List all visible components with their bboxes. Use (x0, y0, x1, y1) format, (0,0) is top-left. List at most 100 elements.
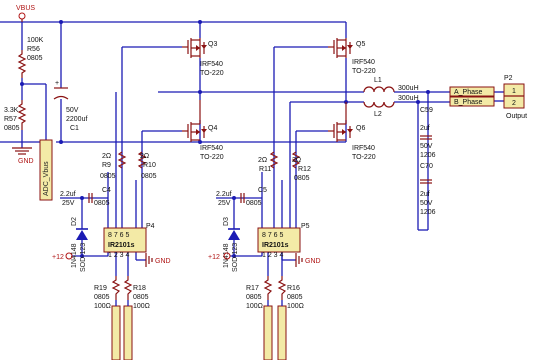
svg-text:1N4148: 1N4148 (223, 243, 230, 268)
ground-symbol-p5: GND (295, 253, 321, 267)
svg-text:1: 1 (512, 88, 516, 95)
svg-text:300uH: 300uH (398, 95, 419, 102)
svg-text:D2: D2 (71, 217, 78, 226)
resistor-r16: R16 0805 100Ω (277, 276, 304, 310)
svg-text:2Ω: 2Ω (102, 153, 111, 160)
svg-text:100Ω: 100Ω (133, 303, 150, 310)
ground-symbol: GND (12, 147, 34, 165)
resistor-r18: R18 0805 100Ω (123, 276, 150, 310)
svg-text:TO-220: TO-220 (200, 154, 224, 161)
svg-text:+: + (55, 80, 59, 87)
inductor-l1: L1 300uH (363, 77, 419, 93)
svg-text:TO-220: TO-220 (352, 154, 376, 161)
resistor-r56: 100K R56 0805 (17, 37, 44, 78)
adc-vbus-net-label: ADC_Vbus (39, 139, 53, 201)
svg-text:R18: R18 (133, 285, 146, 292)
svg-text:100Ω: 100Ω (287, 303, 304, 310)
capacitor-c70: C70 2uf 50V 1206 (420, 163, 436, 216)
inductor-l2: L2 300uH (363, 95, 419, 118)
svg-text:IRF540: IRF540 (200, 61, 223, 68)
svg-text:1N4148: 1N4148 (71, 243, 78, 268)
svg-text:TO-220: TO-220 (200, 70, 224, 77)
svg-text:TO-220: TO-220 (352, 68, 376, 75)
svg-text:Q5: Q5 (356, 41, 365, 48)
input-net-labels (111, 300, 287, 360)
svg-text:Q6: Q6 (356, 125, 365, 132)
svg-text:IRF540: IRF540 (352, 59, 375, 66)
svg-text:100K: 100K (27, 37, 44, 44)
svg-text:B_Phase: B_Phase (454, 99, 483, 106)
svg-text:0805: 0805 (4, 125, 20, 132)
svg-text:R12: R12 (298, 166, 311, 173)
svg-text:1206: 1206 (420, 152, 436, 159)
svg-text:Output: Output (506, 113, 527, 120)
svg-text:SOD-123: SOD-123 (232, 243, 239, 272)
svg-text:C59: C59 (420, 107, 433, 114)
connector-p2: 1 2 P2 Output (503, 75, 527, 120)
capacitor-c4: 2.2uf C4 25V 0805 (60, 187, 111, 207)
svg-text:+12: +12 (208, 254, 220, 261)
svg-text:GND: GND (305, 258, 321, 265)
svg-text:25V: 25V (218, 200, 231, 207)
svg-text:0805: 0805 (141, 173, 157, 180)
svg-text:A_Phase: A_Phase (454, 89, 483, 96)
resistor-r19: R19 0805 100Ω (94, 276, 121, 310)
vbus-label: VBUS (16, 5, 35, 12)
svg-text:P5: P5 (301, 223, 310, 230)
svg-text:SOD-123: SOD-123 (80, 243, 87, 272)
svg-text:0805: 0805 (100, 173, 116, 180)
svg-text:C5: C5 (258, 187, 267, 194)
resistor-r9: 2Ω R9 0805 (100, 151, 127, 180)
resistor-r10: 2Ω R10 0805 (137, 151, 157, 180)
svg-text:50V: 50V (420, 143, 433, 150)
svg-text:R9: R9 (102, 162, 111, 169)
ground-symbol-p4: GND (145, 253, 171, 267)
svg-text:1 2 3 4: 1 2 3 4 (262, 252, 284, 259)
svg-text:L1: L1 (374, 77, 382, 84)
svg-text:0805: 0805 (246, 294, 262, 301)
net-label-a-phase: A_Phase (449, 86, 495, 97)
resistor-r57: 3.3K R57 0805 (4, 100, 27, 132)
svg-text:50V: 50V (420, 200, 433, 207)
svg-text:300uH: 300uH (398, 85, 419, 92)
svg-text:2Ω: 2Ω (292, 157, 301, 164)
svg-text:+12: +12 (52, 254, 64, 261)
diode-d2: D2 1N4148 SOD-123 (71, 212, 88, 272)
svg-text:C1: C1 (70, 125, 79, 132)
svg-text:2.2uf: 2.2uf (216, 191, 232, 198)
capacitor-c5: 2.2uf C5 25V 0805 (216, 187, 267, 207)
svg-text:2uf: 2uf (420, 191, 430, 198)
svg-text:0805: 0805 (94, 200, 110, 207)
svg-text:0805: 0805 (294, 175, 310, 182)
resistor-r12: 2Ω R12 0805 (291, 151, 311, 182)
driver-ic-p4: 8 7 6 5 IR2101s 1 2 3 4 P4 (103, 223, 155, 259)
svg-text:ADC_Vbus: ADC_Vbus (43, 161, 50, 196)
mosfet-q3: Q3 IRF540 TO-220 (182, 38, 224, 77)
p12-supply-left: +12 (52, 252, 73, 261)
svg-text:L2: L2 (374, 111, 382, 118)
svg-text:50V: 50V (66, 107, 79, 114)
mosfet-q5: Q5 IRF540 TO-220 (328, 38, 376, 75)
svg-text:0805: 0805 (287, 294, 303, 301)
svg-text:R10: R10 (143, 162, 156, 169)
svg-text:R17: R17 (246, 285, 259, 292)
svg-text:1206: 1206 (420, 209, 436, 216)
resistor-r11: 2Ω R11 (258, 151, 279, 173)
capacitor-c59: C59 2uf 50V 1206 (420, 107, 436, 159)
svg-text:0805: 0805 (133, 294, 149, 301)
svg-text:0805: 0805 (27, 55, 43, 62)
svg-text:P4: P4 (146, 223, 155, 230)
svg-text:R57: R57 (4, 116, 17, 123)
svg-text:R16: R16 (287, 285, 300, 292)
svg-text:2uf: 2uf (420, 125, 430, 132)
svg-text:2: 2 (512, 100, 516, 107)
svg-text:C70: C70 (420, 163, 433, 170)
gnd-label: GND (18, 158, 34, 165)
svg-text:25V: 25V (62, 200, 75, 207)
svg-text:R19: R19 (94, 285, 107, 292)
svg-text:R56: R56 (27, 46, 40, 53)
svg-text:1 2 3 4: 1 2 3 4 (108, 252, 130, 259)
svg-text:Q4: Q4 (208, 125, 217, 132)
svg-text:0805: 0805 (94, 294, 110, 301)
